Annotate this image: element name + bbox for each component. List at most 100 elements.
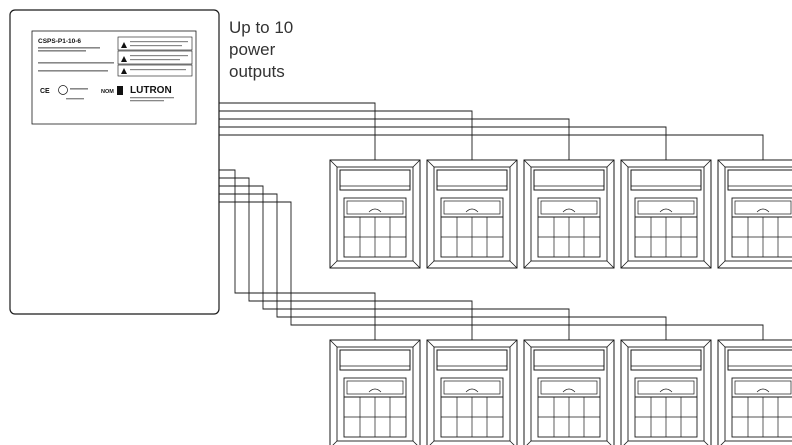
window-shade-unit: [523, 159, 615, 269]
window-lock: [562, 388, 576, 393]
caption-line: power: [229, 40, 276, 59]
frame-corner: [717, 339, 726, 348]
shade-roller: [727, 169, 792, 191]
window-lock: [368, 388, 382, 393]
panel-label: CSPS-P1-10-6 CE NOM: [31, 30, 197, 125]
warning-icon: [121, 56, 127, 62]
window-lock: [562, 208, 576, 213]
label-fineprint: [38, 47, 100, 49]
window-lock: [756, 388, 770, 393]
shade-roller: [436, 349, 508, 371]
frame-corner: [717, 159, 726, 168]
frame-corner: [523, 159, 532, 168]
lutron-logo: LUTRON: [130, 85, 172, 96]
window-upper-pane: [443, 200, 501, 215]
frame-corner: [329, 159, 338, 168]
frame-corner: [509, 159, 518, 168]
frame-corner: [606, 159, 615, 168]
window-shade-unit: [329, 339, 421, 445]
shade-roller: [339, 169, 411, 191]
frame-corner: [426, 260, 435, 269]
window-shade-unit: [426, 339, 518, 445]
ce-mark: CE: [40, 88, 50, 95]
shade-roller: [727, 349, 792, 371]
frame-corner: [606, 339, 615, 348]
output-wire-10: [219, 201, 764, 340]
output-wire-8: [219, 185, 570, 340]
window-shade-unit: [717, 159, 792, 269]
window-upper-pane: [637, 380, 695, 395]
frame-corner: [606, 260, 615, 269]
caption-line: outputs: [229, 62, 285, 81]
frame-corner: [509, 339, 518, 348]
frame-corner: [703, 260, 712, 269]
warning-block: [117, 50, 193, 65]
label-fineprint: [130, 41, 188, 43]
shade-roller: [436, 169, 508, 191]
label-fineprint: [70, 88, 88, 90]
label-fineprint: [38, 50, 86, 52]
window-upper-pane: [540, 200, 598, 215]
label-fineprint: [130, 45, 182, 47]
output-wire-4: [219, 126, 667, 160]
window-shade-unit: [717, 339, 792, 445]
frame-corner: [412, 159, 421, 168]
window-upper-pane: [734, 200, 792, 215]
label-fineprint: [130, 59, 180, 61]
nom-mark: NOM: [101, 89, 114, 95]
panel-model: CSPS-P1-10-6: [38, 38, 81, 45]
ul-listing-icon: [58, 85, 68, 95]
window-shade-unit: [426, 159, 518, 269]
window-lock: [368, 208, 382, 213]
window-upper-pane: [734, 380, 792, 395]
output-wire-3: [219, 118, 570, 160]
shade-roller: [339, 349, 411, 371]
window-lock: [465, 208, 479, 213]
window-upper-pane: [443, 380, 501, 395]
window-lock: [659, 388, 673, 393]
frame-corner: [717, 260, 726, 269]
output-wire-7: [219, 177, 473, 340]
warning-block: [117, 36, 193, 51]
warning-block: [117, 64, 193, 77]
shade-units: [329, 159, 792, 445]
label-fineprint: [130, 100, 164, 102]
frame-corner: [426, 159, 435, 168]
frame-corner: [426, 339, 435, 348]
nom-mark-tag: [117, 86, 123, 95]
shade-roller: [533, 349, 605, 371]
output-wire-2: [219, 110, 473, 160]
frame-corner: [620, 339, 629, 348]
window-lock: [659, 208, 673, 213]
output-wire-5: [219, 134, 764, 160]
window-shade-unit: [523, 339, 615, 445]
frame-corner: [329, 260, 338, 269]
window-shade-unit: [329, 159, 421, 269]
frame-corner: [703, 159, 712, 168]
output-wires: [219, 102, 764, 340]
warning-icon: [121, 68, 127, 74]
frame-corner: [523, 339, 532, 348]
frame-corner: [620, 260, 629, 269]
frame-corner: [523, 260, 532, 269]
label-fineprint: [38, 70, 108, 72]
window-lock: [756, 208, 770, 213]
warning-blocks: [117, 36, 193, 77]
label-fineprint: [38, 62, 114, 64]
frame-corner: [620, 159, 629, 168]
output-wire-1: [219, 102, 376, 160]
frame-corner: [412, 339, 421, 348]
outputs-caption: Up to 10 power outputs: [229, 17, 339, 83]
window-upper-pane: [346, 380, 404, 395]
label-fineprint: [130, 55, 188, 57]
window-shade-unit: [620, 159, 712, 269]
frame-corner: [509, 260, 518, 269]
window-lock: [465, 388, 479, 393]
frame-corner: [703, 339, 712, 348]
window-shade-unit: [620, 339, 712, 445]
window-upper-pane: [346, 200, 404, 215]
shade-roller: [630, 349, 702, 371]
frame-corner: [412, 260, 421, 269]
window-upper-pane: [637, 200, 695, 215]
